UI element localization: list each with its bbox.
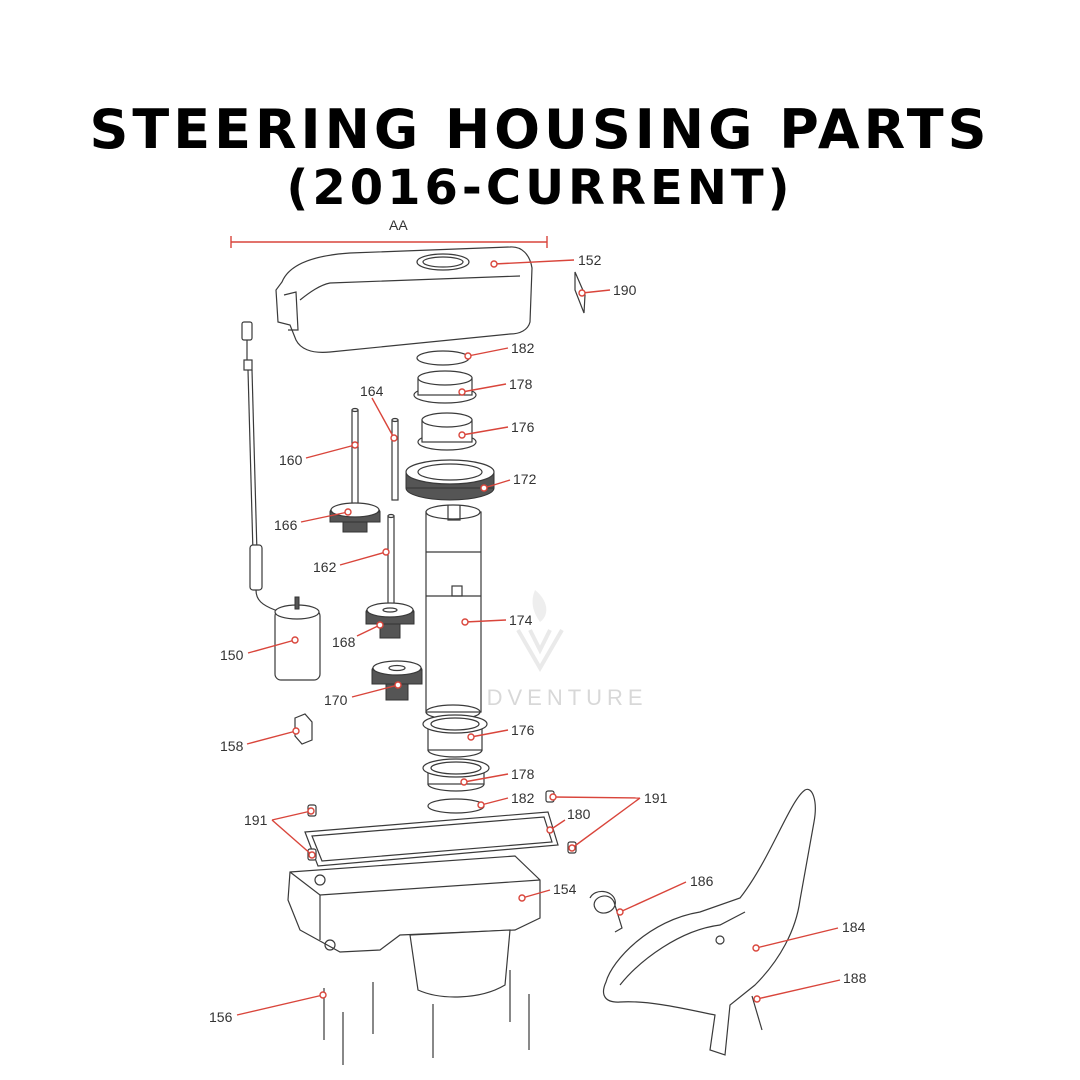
svg-text:182: 182 — [511, 790, 535, 806]
svg-text:AA: AA — [389, 217, 408, 233]
part-188-pin — [751, 995, 763, 1031]
callout-176-bottom: 176 — [467, 722, 535, 741]
callout-170: 170 — [324, 681, 402, 708]
part-178-bearing-top — [413, 370, 477, 404]
callout-182-bottom: 182 — [477, 790, 535, 809]
callout-182-top: 182 — [464, 340, 535, 360]
callout-172: 172 — [480, 471, 537, 492]
part-180-gasket-inner — [311, 816, 553, 862]
svg-text:178: 178 — [509, 376, 533, 392]
callout-150: 150 — [220, 636, 299, 663]
svg-text:150: 150 — [220, 647, 244, 663]
part-178-bearing-bottom — [422, 758, 490, 792]
svg-text:182: 182 — [511, 340, 535, 356]
callout-180: 180 — [546, 806, 591, 834]
callout-158: 158 — [220, 727, 300, 754]
svg-text:176: 176 — [511, 419, 535, 435]
svg-text:190: 190 — [613, 282, 637, 298]
svg-text:152: 152 — [578, 252, 602, 268]
callout-191-left: 191 — [244, 807, 316, 859]
svg-text:188: 188 — [843, 970, 867, 986]
part-180-gasket — [304, 811, 559, 867]
svg-text:156: 156 — [209, 1009, 233, 1025]
svg-text:172: 172 — [513, 471, 537, 487]
page-title: STEERING HOUSING PARTS — [89, 98, 991, 161]
svg-text:186: 186 — [690, 873, 714, 889]
page-subtitle: (2016-CURRENT) — [286, 160, 794, 216]
svg-text:162: 162 — [313, 559, 337, 575]
part-182-ring-top — [416, 350, 470, 366]
part-176-bushing-bottom — [422, 714, 488, 758]
callout-166: 166 — [274, 508, 352, 533]
part-164-shaft — [391, 417, 399, 501]
svg-text:184: 184 — [842, 919, 866, 935]
callout-191-right: 191 — [549, 790, 668, 852]
svg-text:191: 191 — [644, 790, 668, 806]
dimension-aa: AA — [230, 217, 548, 248]
part-154-lower-housing — [287, 855, 541, 998]
part-152-top-cover — [275, 246, 533, 353]
part-184-bracket — [602, 788, 816, 1056]
callout-160: 160 — [279, 441, 359, 468]
callout-176-top: 176 — [458, 419, 535, 439]
callout-152: 152 — [490, 252, 602, 268]
part-176-bushing-top — [417, 412, 477, 451]
svg-text:191: 191 — [244, 812, 268, 828]
callout-156: 156 — [209, 991, 327, 1025]
part-158-block — [294, 713, 313, 745]
part-182-ring-bottom — [427, 798, 485, 814]
part-186-spring — [589, 890, 623, 933]
svg-text:168: 168 — [332, 634, 356, 650]
part-150-wire-harness — [241, 321, 291, 616]
part-160-shaft — [351, 407, 359, 511]
callout-168: 168 — [332, 621, 384, 650]
svg-text:164: 164 — [360, 383, 384, 399]
callout-188: 188 — [753, 970, 867, 1003]
part-170-gear — [371, 660, 423, 701]
part-162-shaft — [387, 513, 395, 607]
callout-190: 190 — [578, 282, 637, 298]
callout-178-bottom: 178 — [460, 766, 535, 786]
part-172-ring-gear — [405, 459, 495, 501]
svg-text:170: 170 — [324, 692, 348, 708]
watermark-logo — [516, 590, 564, 672]
callout-174: 174 — [461, 612, 533, 628]
part-156-screws — [323, 970, 530, 1065]
callout-178-top: 178 — [458, 376, 533, 396]
svg-text:166: 166 — [274, 517, 298, 533]
callout-164: 164 — [360, 383, 398, 442]
callout-186: 186 — [616, 873, 714, 916]
callout-162: 162 — [313, 548, 390, 575]
part-174-column — [425, 504, 482, 720]
part-166-gear — [329, 502, 381, 533]
svg-text:178: 178 — [511, 766, 535, 782]
svg-text:176: 176 — [511, 722, 535, 738]
callout-184: 184 — [752, 919, 866, 952]
svg-text:158: 158 — [220, 738, 244, 754]
part-150-motor — [274, 596, 321, 681]
callout-154: 154 — [518, 881, 577, 902]
part-168-gear — [365, 602, 415, 639]
svg-text:180: 180 — [567, 806, 591, 822]
svg-text:154: 154 — [553, 881, 577, 897]
svg-text:174: 174 — [509, 612, 533, 628]
svg-text:160: 160 — [279, 452, 303, 468]
